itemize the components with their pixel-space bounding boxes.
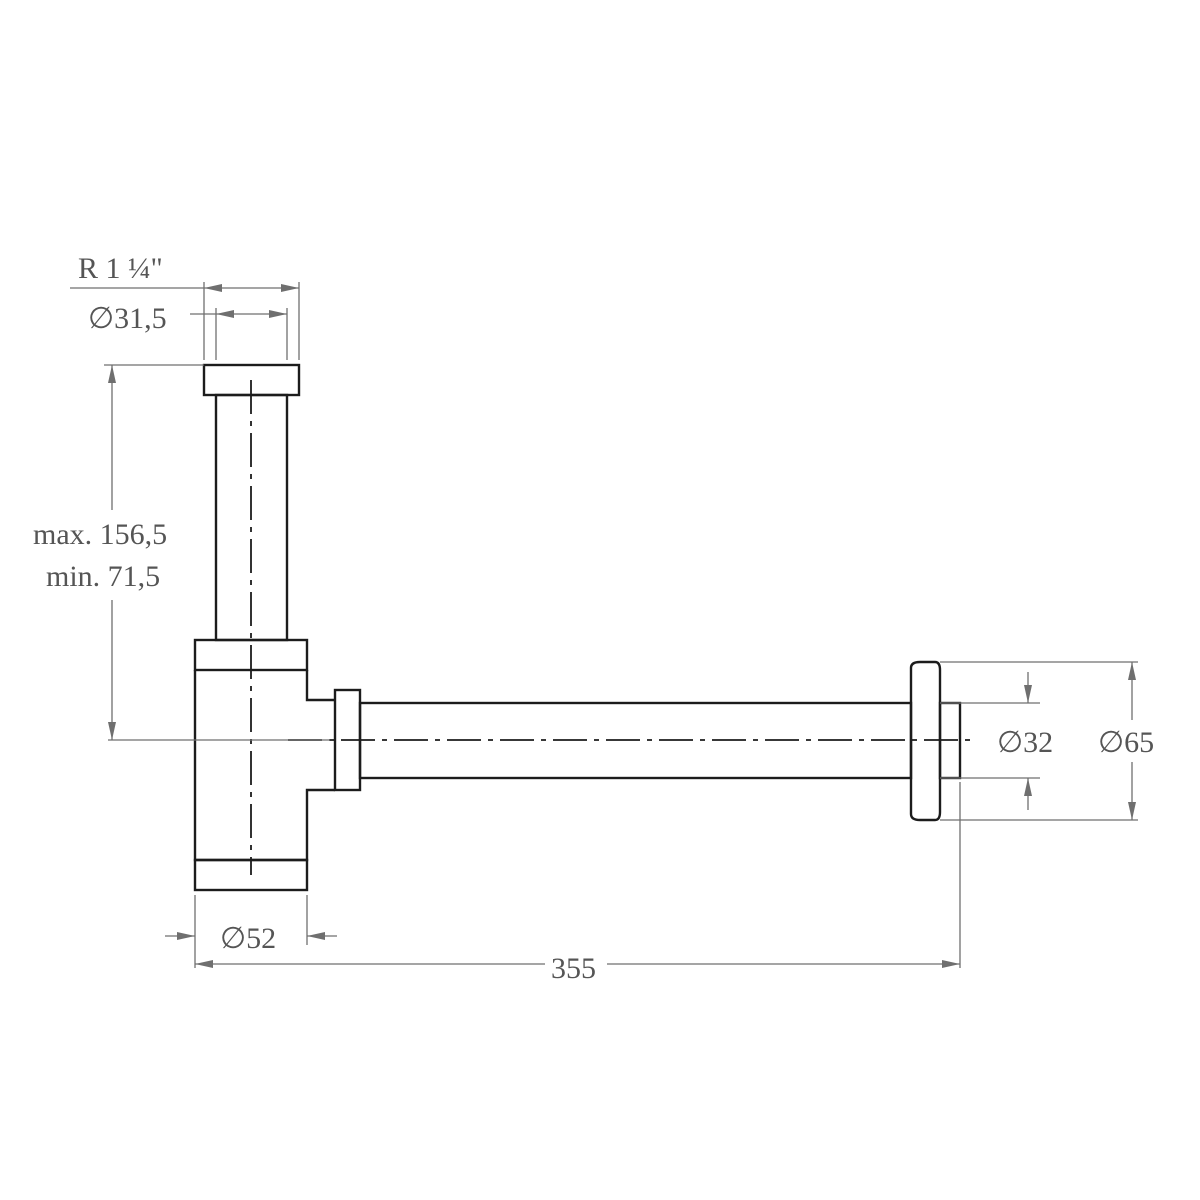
tailpiece-diameter-dimension: ∅31,5	[88, 302, 288, 360]
thread-label: R 1 ¼"	[78, 252, 163, 285]
bottle-body	[193, 670, 335, 862]
height-min-label: min. 71,5	[46, 560, 160, 593]
wall-pipe-diameter-label: ∅32	[997, 726, 1053, 759]
body-diameter-dimension: ∅52	[165, 895, 337, 968]
rosette-diameter-dimension: ∅65	[940, 661, 1154, 821]
overall-length-label: 355	[551, 952, 596, 985]
body-diameter-label: ∅52	[220, 922, 276, 955]
height-max-label: max. 156,5	[33, 518, 167, 551]
rosette-diameter-label: ∅65	[1098, 726, 1154, 759]
tailpiece-diameter-label: ∅31,5	[88, 302, 167, 335]
bottle-trap-part	[193, 363, 970, 892]
thread-dimension: R 1 ¼"	[70, 252, 300, 360]
wall-rosette	[909, 660, 942, 822]
height-dimension: max. 156,5 min. 71,5	[33, 364, 330, 741]
overall-length-dimension: 355	[195, 782, 961, 985]
wall-pipe-diameter-dimension: ∅32	[940, 672, 1053, 810]
